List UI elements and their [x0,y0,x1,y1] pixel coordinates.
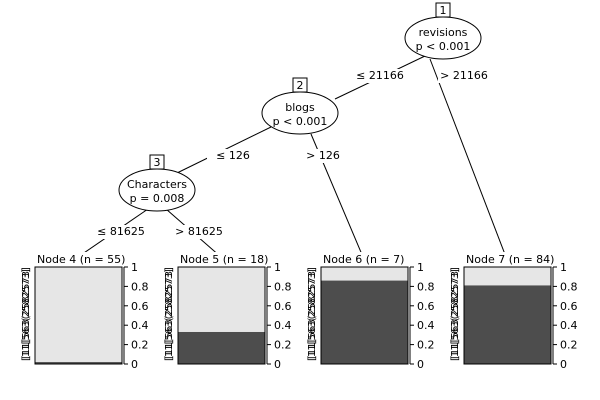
node-id-box [435,2,451,18]
edge-label-bg-3-5 [173,225,225,239]
panel-title: Node 6 (n = 7) [323,253,404,266]
axis-tick-label: 0.6 [417,300,435,313]
terminal-node-5: Node 5 (n = 18)[11[563(2582573][11[563(2… [164,252,292,371]
panel-title: Node 7 (n = 84) [466,253,554,266]
category-labels: [11[563(2582573] [164,269,175,361]
axis-tick-label: 0.2 [274,339,292,352]
bar-segment-dark [178,331,265,364]
node-id-box [292,77,308,93]
node-pvalue: p < 0.001 [273,115,328,128]
panel-title-bg [35,252,126,266]
axis-tick-label: 0.6 [131,300,149,313]
axis-tick-label: 0.4 [417,319,435,332]
panel-title-bg [321,252,412,266]
node-id: 1 [440,4,447,17]
edge-label-bg-1-2 [354,69,406,83]
axis-tick-label: 0.6 [560,300,578,313]
axis-tick-label: 0 [274,358,281,371]
bar-segment-light [321,267,408,281]
panel-title: Node 4 (n = 55) [37,253,125,266]
category-labels: [11[563(2582573] [307,269,318,361]
axis-tick-label: 0.4 [560,319,578,332]
category-labels-overlap: [11[563(2582573] [450,267,461,359]
axis-tick-label: 1 [131,261,138,274]
edge-label-3-5: > 81625 [175,225,223,238]
node-variable: blogs [285,101,315,114]
bar-segment-dark [35,362,122,364]
panel-frame [34,266,123,365]
edge-labels: ≤ 21166 > 21166 ≤ 126 > 126 ≤ 81625 > 81625 [95,69,490,239]
bar-segment-light [35,267,122,363]
edge-label-bg-2-6 [297,149,349,163]
bar-segment-dark [321,280,408,364]
panel-frame [320,266,409,365]
node-variable: revisions [419,26,468,39]
node-id-box [149,154,165,170]
terminal-node-4: Node 4 (n = 55)[11[563(2582573][11[563(2… [21,252,149,371]
axis-tick-label: 0.8 [417,280,435,293]
axis-tick-label: 0.2 [417,339,435,352]
panel-frame [177,266,266,365]
axis-tick-label: 0 [560,358,567,371]
edge-label-3-4: ≤ 81625 [97,225,145,238]
edge-label-bg-1-7 [438,69,490,83]
terminal-node-7: Node 7 (n = 84)[11[563(2582573][11[563(2… [450,252,578,371]
axis-tick-label: 1 [274,261,281,274]
category-labels: [11[563(2582573] [21,269,32,361]
axis-tick-label: 1 [560,261,567,274]
terminal-nodes: Node 4 (n = 55) [11[563(2582573] [11[563(2… [21,252,578,371]
axis-tick-label: 0.2 [560,339,578,352]
panel-title-bg [178,252,269,266]
category-labels-overlap: [11[563(2582573] [307,267,318,359]
category-labels-overlap: [11[563(2582573] [21,267,32,359]
bar-segment-light [464,267,551,286]
node-variable: Characters [127,178,187,191]
axis-tick-label: 1 [417,261,424,274]
node-id: 3 [154,156,161,169]
panel-frame [463,266,552,365]
node-id: 2 [297,79,304,92]
category-labels-overlap: [11[563(2582573] [164,267,175,359]
panel-title: Node 5 (n = 18) [180,253,268,266]
axis-tick-label: 0.4 [274,319,292,332]
edge-label-bg-3-4 [95,225,147,239]
edge-label-2-3: ≤ 126 [216,149,250,162]
bar-segment-dark [464,285,551,364]
axis-tick-label: 0.4 [131,319,149,332]
axis-tick-label: 0.6 [274,300,292,313]
terminal-node-6: Node 6 (n = 7)[11[563(2582573][11[563(25… [307,252,435,371]
edge-label-1-2: ≤ 21166 [356,69,404,82]
axis-tick-label: 0 [417,358,424,371]
axis-tick-label: 0.2 [131,339,149,352]
axis-tick-label: 0.8 [274,280,292,293]
node-pvalue: p < 0.001 [416,40,471,53]
edge-label-bg-2-3 [207,149,259,163]
axis-tick-label: 0 [131,358,138,371]
axis-tick-label: 0.8 [131,280,149,293]
edge-1-7 [429,58,507,258]
bar-segment-light [178,267,265,332]
edge-label-1-7: > 21166 [440,69,488,82]
category-labels: [11[563(2582573] [450,269,461,361]
edge-label-2-6: > 126 [306,149,340,162]
node-pvalue: p = 0.008 [130,192,185,205]
axis-tick-label: 0.8 [560,280,578,293]
panel-title-bg [464,252,555,266]
